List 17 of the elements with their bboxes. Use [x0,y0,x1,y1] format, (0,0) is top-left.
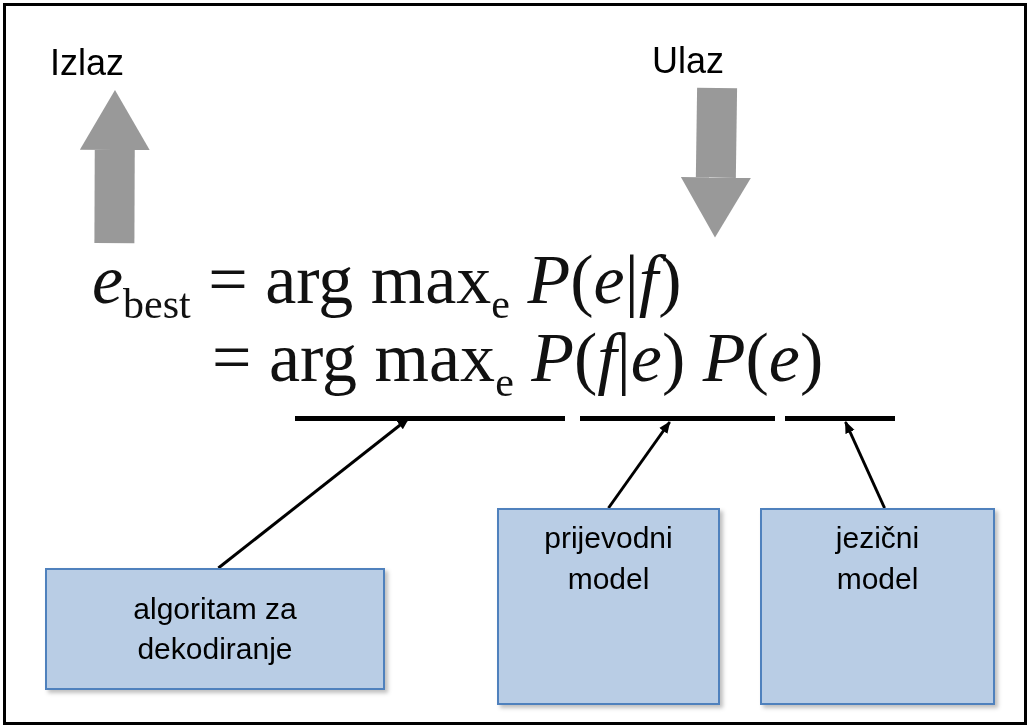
process-box [760,508,995,705]
arrow [607,421,671,509]
formula-line: e$_{best}$ = arg max$_{e}$ P(e|f) [92,241,682,318]
box-label: prijevodni model [543,520,674,597]
block-arrow [680,87,751,238]
arrow [844,421,886,509]
process-box [497,508,720,705]
process-box [45,568,385,690]
box-label: algoritam za dekodiranje [132,590,298,667]
io-label: Ulaz [652,40,725,81]
io-label: Izlaz [50,42,125,83]
box-label: jezični model [834,520,921,597]
formula-line: = arg max$_{e}$ P(f|e) P(e) [212,319,824,396]
underline-bar [785,416,895,421]
block-arrow [79,90,150,244]
underline-bar [580,416,775,421]
underline-bar [295,416,565,421]
